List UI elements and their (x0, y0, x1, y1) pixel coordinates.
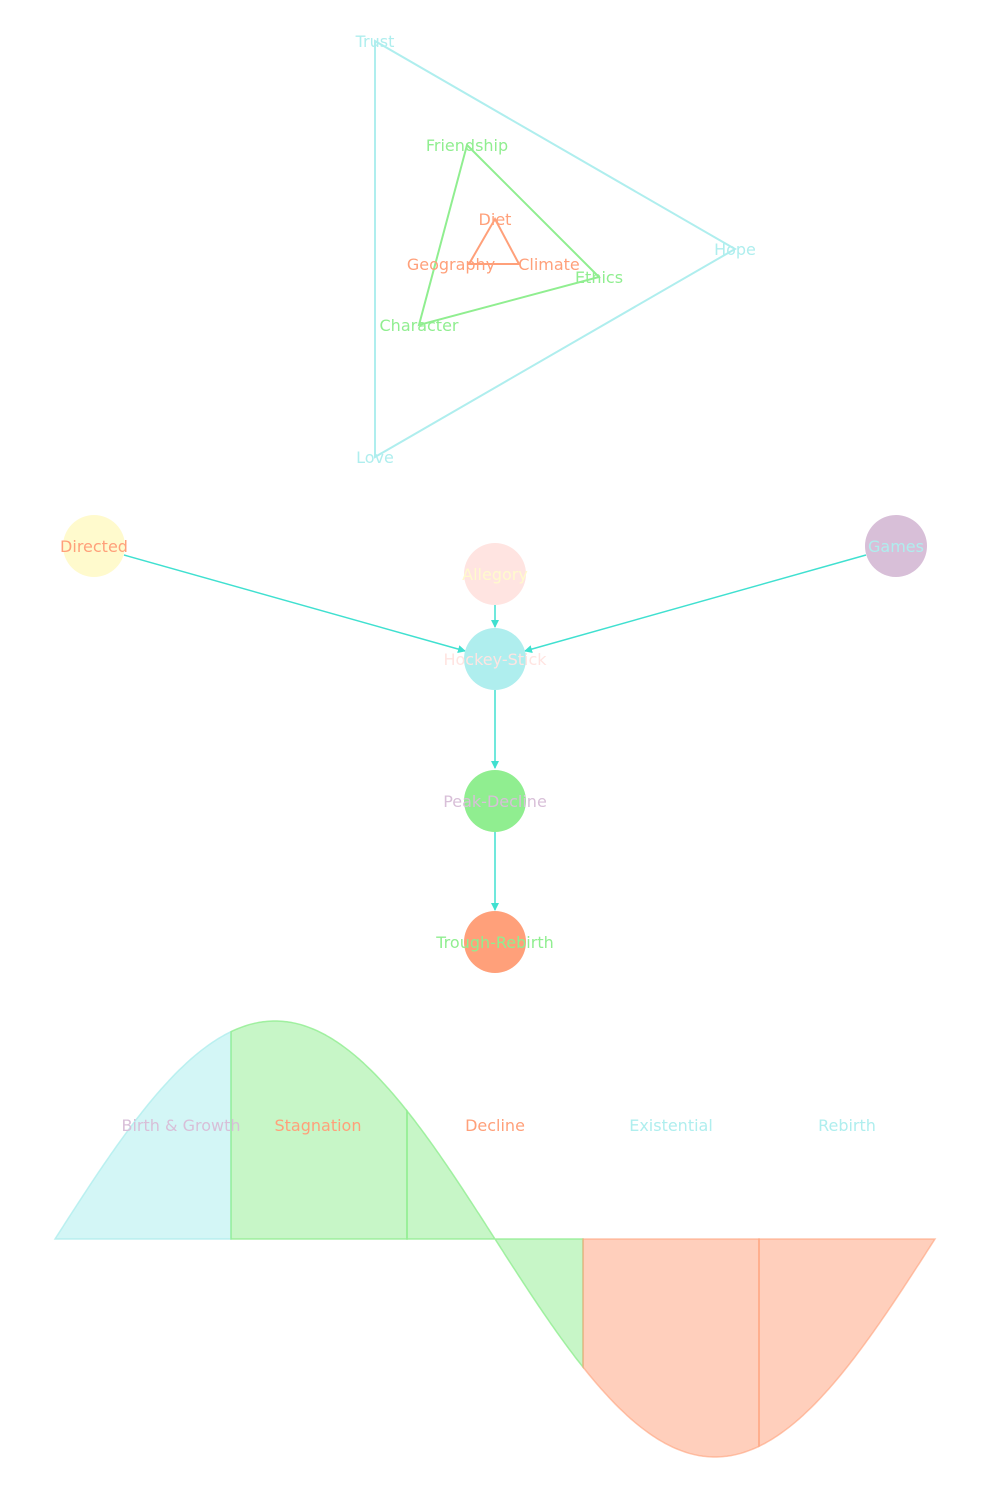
wave-segment-rebirth (758, 1238, 937, 1448)
node-trough-rebirth-label: Trough-Rebirth (435, 933, 553, 952)
label-hope: Hope (714, 240, 756, 259)
stage-label-stagnation: Stagnation (275, 1116, 362, 1135)
wave-segment-stagnation (230, 1020, 408, 1240)
node-directed-label: Directed (60, 537, 128, 556)
node-games-label: Games (868, 537, 924, 556)
inner-triangle (467, 216, 521, 265)
outer-triangle (374, 39, 737, 459)
stage-label-birth-growth: Birth & Growth (122, 1116, 241, 1135)
label-geography: Geography (407, 255, 495, 274)
label-diet: Diet (479, 210, 512, 229)
label-ethics: Ethics (575, 268, 623, 287)
wave-segment-birth-growth (53, 1030, 232, 1240)
node-hockey-stick[interactable]: Hockey-Stick (443, 628, 547, 690)
wave-segment-existential (582, 1238, 760, 1458)
lifecycle-wave: Birth & Growth Stagnation Decline Existe… (53, 1020, 937, 1458)
stage-label-existential: Existential (629, 1116, 713, 1135)
node-peak-decline-label: Peak-Decline (443, 792, 547, 811)
label-trust: Trust (355, 32, 395, 51)
node-directed[interactable]: Directed (60, 515, 128, 577)
node-hockey-stick-label: Hockey-Stick (443, 650, 547, 669)
label-climate: Climate (518, 255, 580, 274)
stage-label-rebirth: Rebirth (818, 1116, 876, 1135)
label-friendship: Friendship (426, 136, 508, 155)
label-character: Character (380, 316, 459, 335)
node-allegory[interactable]: Allegory (462, 543, 528, 605)
nested-triangles: Trust Hope Love Friendship Ethics Charac… (355, 32, 756, 467)
edge-directed-hockey-stick (123, 554, 466, 653)
wave-segment-decline (406, 1108, 584, 1370)
node-peak-decline[interactable]: Peak-Decline (443, 770, 547, 832)
flow-graph: Directed Allegory Games Hockey-Stick Pea… (60, 515, 927, 973)
stage-label-decline: Decline (465, 1116, 525, 1135)
node-games[interactable]: Games (865, 515, 927, 577)
node-allegory-label: Allegory (462, 565, 528, 584)
middle-triangle (417, 143, 601, 327)
edge-games-hockey-stick (524, 554, 867, 653)
label-love: Love (356, 448, 394, 467)
node-trough-rebirth[interactable]: Trough-Rebirth (435, 911, 554, 973)
